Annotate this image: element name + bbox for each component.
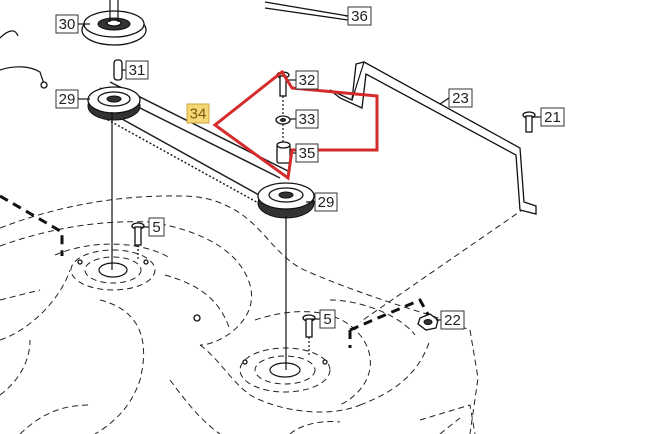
- callout-box: [148, 217, 165, 237]
- callout-c34: 34: [186, 103, 210, 124]
- callout-number: 21: [544, 109, 561, 126]
- callout-c23: 23: [448, 88, 473, 108]
- callout-number: 23: [452, 90, 469, 107]
- nut-22: [417, 313, 439, 331]
- callout-box: [186, 103, 210, 124]
- mower-deck: [0, 195, 479, 434]
- callout-c30: 30: [55, 14, 79, 34]
- spacer-35: [276, 141, 291, 164]
- rod-36: [264, 1, 349, 21]
- bracket-23: [329, 61, 537, 215]
- callout-box: [295, 143, 319, 163]
- callout-number: 34: [190, 106, 207, 123]
- callout-box: [347, 6, 372, 26]
- callout-c21: 21: [540, 107, 565, 127]
- callout-box: [295, 109, 319, 129]
- callout-number: 22: [444, 312, 461, 329]
- pulley-right: [257, 182, 315, 370]
- callout-number: 29: [59, 91, 76, 108]
- washer-33: [275, 115, 291, 125]
- callout-c36: 36: [347, 6, 372, 26]
- guide-line-right: [348, 298, 432, 348]
- callout-c29a: 29: [55, 89, 79, 109]
- leader-lines: [78, 15, 541, 321]
- pin-31: [113, 59, 123, 81]
- bolt-21: [522, 111, 536, 133]
- callout-number: 30: [59, 16, 76, 33]
- bolt-5-right: [302, 314, 316, 355]
- callout-c31: 31: [125, 60, 149, 80]
- callout-number: 36: [351, 8, 368, 25]
- callout-number: 5: [323, 311, 331, 328]
- callout-box: [440, 310, 465, 330]
- guide-line-left: [0, 194, 64, 256]
- callout-box: [448, 88, 473, 108]
- pulley-left: [87, 86, 141, 270]
- callout-number: 5: [152, 219, 160, 236]
- callout-box: [295, 70, 319, 90]
- callout-number: 29: [318, 194, 335, 211]
- red-arrow-annotation: [212, 69, 379, 181]
- top-pulley: [81, 0, 147, 46]
- callout-c5b: 5: [319, 309, 336, 329]
- callout-number: 33: [299, 111, 316, 128]
- callout-c29b: 29: [314, 192, 338, 212]
- callout-c22: 22: [440, 310, 465, 330]
- callout-labels: 30 36 31 32 29 23 34 33 21 35 29 5 22 5: [55, 6, 565, 330]
- callout-box: [55, 89, 79, 109]
- guide-line-bracket: [359, 207, 526, 323]
- callout-c33: 33: [295, 109, 319, 129]
- callout-box: [319, 309, 336, 329]
- callout-box: [55, 14, 79, 34]
- callout-c32: 32: [295, 70, 319, 90]
- bolt-5-left: [131, 222, 145, 260]
- callout-c35: 35: [295, 143, 319, 163]
- callout-number: 35: [299, 145, 316, 162]
- callout-number: 31: [129, 62, 146, 79]
- callout-box: [314, 192, 338, 212]
- callout-number: 32: [299, 72, 316, 89]
- cable: [0, 30, 45, 85]
- callout-box: [540, 107, 565, 127]
- cable-end: [40, 81, 48, 89]
- callout-c5a: 5: [148, 217, 165, 237]
- callout-box: [125, 60, 149, 80]
